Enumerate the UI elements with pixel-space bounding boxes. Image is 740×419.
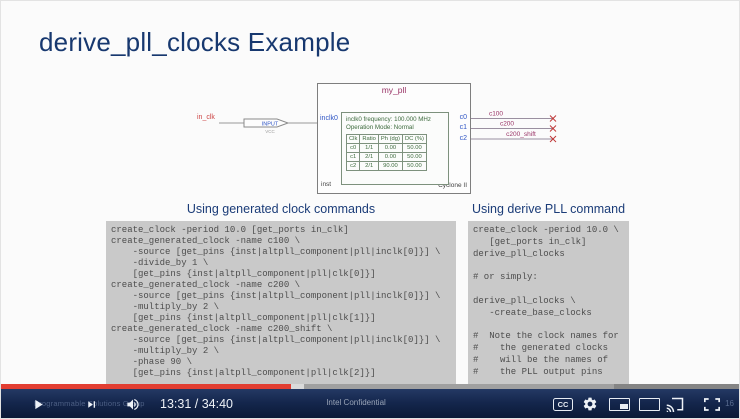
- table-row: c2 2/1 90.00 50.00: [345, 160, 427, 171]
- next-icon[interactable]: [85, 398, 98, 411]
- cc-label: CC: [557, 400, 569, 409]
- progress-remaining: [613, 384, 739, 389]
- input-pin-name: in_clk: [197, 114, 215, 121]
- slide-title: derive_pll_clocks Example: [39, 27, 351, 57]
- miniplayer-inner-rect: [619, 403, 628, 409]
- volume-icon[interactable]: [125, 397, 141, 412]
- col-header: DC (%): [401, 133, 427, 144]
- miniplayer-icon[interactable]: [609, 398, 630, 411]
- control-bar: Programmable Solutions Group Intel Confi…: [1, 389, 739, 418]
- net-label-c200: c200: [500, 121, 514, 128]
- progress-buffered: [303, 384, 614, 389]
- col-header: Ratio: [359, 133, 379, 144]
- net-label-c200-shift: c200_shift: [506, 131, 536, 138]
- progress-played: [1, 384, 292, 389]
- time-display: 13:31 / 34:40: [160, 397, 233, 411]
- pll-clock-table: Clk Ratio Ph (dg) DC (%) c0 1/1 0.00 50.…: [345, 133, 427, 171]
- pll-mode-line: Operation Mode: Normal: [346, 123, 414, 131]
- right-section-heading: Using derive PLL command: [471, 202, 626, 216]
- table-row: c1 2/1 0.00 50.00: [345, 151, 427, 162]
- unconnected-pin-icon: [549, 115, 557, 143]
- pll-parameter-box: inclk0 frequency: 100.000 MHz Operation …: [341, 112, 449, 185]
- pll-input-port: inclk0: [320, 115, 338, 122]
- theater-mode-icon[interactable]: [639, 398, 660, 411]
- cast-icon[interactable]: [666, 397, 684, 412]
- slide-page-number: 16: [725, 399, 734, 408]
- pll-schematic: INPUT VCC c100 c200 c200_shift in_clk my…: [191, 79, 571, 209]
- pll-output-port-c2: c2: [459, 134, 467, 142]
- settings-gear-icon[interactable]: [582, 396, 598, 412]
- cc-icon[interactable]: CC: [553, 398, 573, 411]
- confidential-label: Intel Confidential: [326, 398, 386, 407]
- pll-output-port-c0: c0: [459, 114, 467, 121]
- pll-output-port-c1: c1: [459, 124, 467, 131]
- input-symbol-sublabel: VCC: [265, 129, 275, 134]
- input-symbol-label: INPUT: [262, 122, 279, 128]
- net-label-c100: c100: [489, 111, 503, 118]
- play-icon[interactable]: [30, 396, 46, 413]
- left-section-heading: Using generated clock commands: [186, 202, 376, 216]
- progress-scrubber[interactable]: [291, 384, 304, 389]
- derive-pll-code-block: create_clock -period 10.0 \ [get_ports i…: [468, 221, 629, 384]
- col-header: Ph (dg): [377, 133, 403, 144]
- instance-label: inst: [321, 181, 332, 188]
- input-pin-icon: [243, 118, 290, 128]
- fullscreen-icon[interactable]: [704, 398, 720, 411]
- generated-clock-code-block: create_clock -period 10.0 [get_ports in_…: [106, 221, 456, 384]
- table-row: c0 1/1 0.00 50.00: [345, 142, 427, 153]
- pll-frequency-line: inclk0 frequency: 100.000 MHz: [346, 116, 431, 123]
- col-header: Clk: [345, 133, 361, 144]
- pll-block-name: my_pll: [381, 85, 407, 95]
- progress-bar[interactable]: [1, 384, 739, 389]
- device-label: Cyclone II: [438, 182, 467, 189]
